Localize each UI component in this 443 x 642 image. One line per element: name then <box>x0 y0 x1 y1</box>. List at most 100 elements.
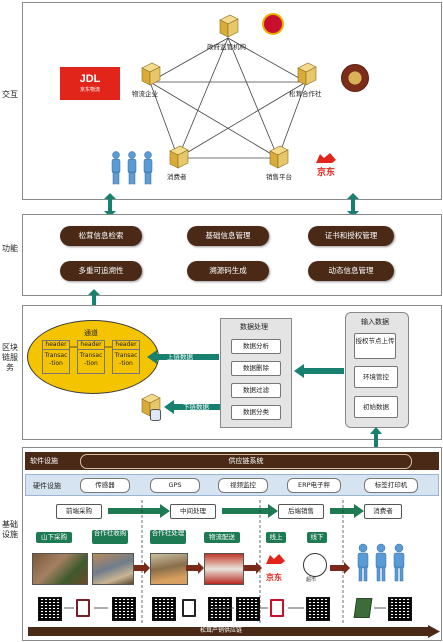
software-label: 软件设施 <box>30 457 58 465</box>
input-title: 输入数据 <box>361 318 389 326</box>
jdl-logo-text: JDL <box>79 73 101 85</box>
supply-chain-arrow <box>28 625 440 638</box>
qr-code-icon <box>388 597 412 621</box>
store-text: 超市 <box>306 577 317 583</box>
jdl-logo-sub: 京东物流 <box>79 87 100 93</box>
hardware-label-printer: 标签打印机 <box>364 478 418 493</box>
channel-title: 通道 <box>84 329 98 337</box>
stage-middle-processing: 中间处理 <box>170 504 216 519</box>
stage-arrows <box>108 504 364 518</box>
block-header: header <box>113 341 139 350</box>
sub-coop-acquire: 合作社收购 <box>92 530 128 544</box>
double-arrow-left <box>104 193 116 217</box>
double-arrow-right <box>347 193 359 217</box>
hardware-gps: GPS <box>150 478 200 493</box>
consumers-people-icon <box>111 151 153 185</box>
input-authorized-upload: 授权节点上传 <box>354 333 396 359</box>
server-icon <box>297 62 317 86</box>
processing-filter: 数据过滤 <box>231 383 281 398</box>
qr-code-icon <box>306 597 330 621</box>
node-sales-label: 销售平台 <box>266 173 292 181</box>
jd-logo-text: 京东 <box>316 168 335 178</box>
node-gov-label: 政府监管机构 <box>207 43 246 51</box>
photo-logistics <box>204 553 244 585</box>
qr-code-icon <box>152 597 176 621</box>
document-icon <box>182 599 196 617</box>
consumers-people-icon <box>357 543 405 582</box>
jd-dog-icon <box>316 153 336 163</box>
qr-flow-arrows <box>64 607 386 609</box>
document-icon <box>270 599 284 617</box>
block-2: header Transac -tion <box>77 340 105 374</box>
stage-front-purchase: 前端采购 <box>56 504 102 519</box>
server-icon <box>269 145 289 169</box>
processing-delete: 数据删除 <box>231 361 281 376</box>
document-icon <box>76 599 90 617</box>
jd-small-text: 京东 <box>266 573 282 582</box>
infrastructure-layer-label: 基础设施 <box>2 520 18 539</box>
server-icon <box>219 14 239 38</box>
function-basic-info: 基础信息管理 <box>187 226 269 246</box>
database-icon <box>150 409 161 421</box>
software-bar <box>25 452 439 470</box>
photo-coop-acquire <box>92 553 134 585</box>
photo-mountain-purchase <box>32 553 88 585</box>
network-lines <box>149 37 307 159</box>
sub-offline: 线下 <box>307 532 327 543</box>
stage-back-sales: 后端销售 <box>278 504 324 519</box>
input-to-processing-arrow <box>294 364 344 378</box>
server-icon <box>169 145 189 169</box>
blockchain-layer-label: 区块链服务 <box>2 343 18 372</box>
qr-code-icon <box>112 597 136 621</box>
function-dynamic-info: 动态信息管理 <box>308 261 394 281</box>
download-arrow <box>164 400 220 414</box>
store-logo <box>303 553 327 577</box>
function-layer-label: 功能 <box>2 244 18 253</box>
block-links <box>70 346 112 348</box>
qr-code-icon <box>236 597 260 621</box>
sub-coop-process: 合作社处理 <box>150 530 186 544</box>
processing-title: 数据处理 <box>240 323 268 331</box>
block-3: header Transac -tion <box>112 340 140 374</box>
server-icon <box>141 62 161 86</box>
block-transaction: Transac -tion <box>79 352 103 367</box>
function-certificate: 证书和授权管理 <box>308 226 394 246</box>
input-environment: 环境管控 <box>354 366 398 388</box>
jdl-logo: JDL 京东物流 <box>60 67 120 100</box>
hardware-video: 视频监控 <box>218 478 268 493</box>
upload-label: 上链数据 <box>167 353 193 361</box>
qr-code-icon <box>38 597 62 621</box>
input-initial-data: 初始数据 <box>354 396 398 418</box>
function-trace-code: 溯源码生成 <box>187 261 269 281</box>
qr-code-icon <box>208 597 232 621</box>
function-traceability: 多重可追溯性 <box>60 261 142 281</box>
upload-arrow <box>147 350 219 364</box>
node-logistics-label: 物流企业 <box>132 90 158 98</box>
interaction-layer-label: 交互 <box>2 90 18 99</box>
hardware-erp-scale: ERP电子秤 <box>287 478 341 493</box>
jd-small-logo <box>266 554 285 564</box>
sub-logistics: 物流配送 <box>204 532 240 543</box>
download-label: 下链数据 <box>183 403 209 411</box>
node-consumer-label: 消费者 <box>167 173 187 181</box>
block-transaction: Transac -tion <box>114 352 138 367</box>
hardware-label: 硬件设施 <box>33 482 61 490</box>
up-arrow-to-blockchain <box>370 427 382 447</box>
photo-flow-arrows <box>134 562 350 574</box>
supply-chain-label: 松茸产销供应链 <box>200 627 243 634</box>
hardware-sensor: 传感器 <box>80 478 130 493</box>
block-1: header Transac -tion <box>42 340 70 374</box>
stage-consumer: 消费者 <box>364 504 402 519</box>
stage-dividers <box>141 500 344 625</box>
sub-mountain-purchase: 山下采购 <box>36 532 72 543</box>
gov-emblem-logo <box>262 13 284 35</box>
supply-chain-system: 供应链系统 <box>80 454 412 469</box>
coop-seal-logo <box>341 64 369 92</box>
block-header: header <box>78 341 104 350</box>
node-coop-label: 松茸合作社 <box>289 90 322 98</box>
jd-logo: 京东 <box>310 150 342 178</box>
processing-analyze: 数据分析 <box>231 339 281 354</box>
processing-classify: 数据分类 <box>231 405 281 420</box>
function-retrieval: 松茸信息检索 <box>60 226 142 246</box>
double-arrow-blockchain <box>88 289 100 315</box>
